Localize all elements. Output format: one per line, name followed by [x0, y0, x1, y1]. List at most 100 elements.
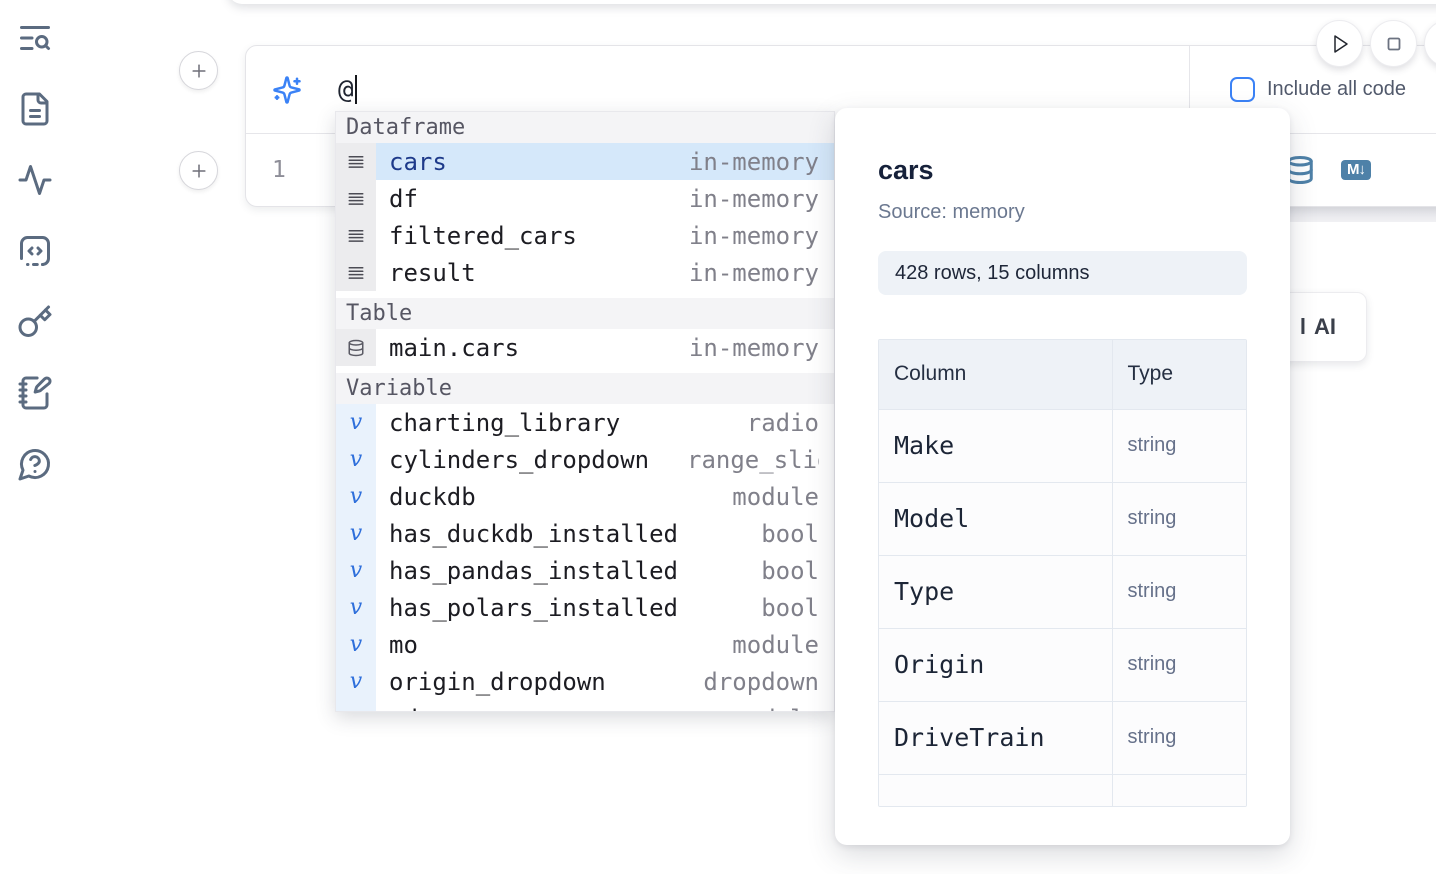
- document-icon[interactable]: [17, 91, 53, 127]
- variable-icon: v: [350, 707, 362, 711]
- panel-title: cars: [878, 155, 934, 185]
- completion-item[interactable]: v charting_library radio: [336, 404, 834, 441]
- add-cell-button-bottom[interactable]: [179, 151, 218, 190]
- completion-item-name: has_pandas_installed: [389, 556, 678, 585]
- toc-search-icon[interactable]: [17, 20, 53, 56]
- plus-icon: [191, 163, 206, 178]
- completion-item[interactable]: df in-memory: [336, 180, 834, 217]
- completion-section-header: Dataframe: [336, 112, 834, 143]
- schema-column-name: Model: [879, 482, 1113, 556]
- ai-prompt-input[interactable]: @: [338, 74, 354, 105]
- completion-item[interactable]: result in-memory: [336, 254, 834, 291]
- stop-icon: [1387, 37, 1400, 50]
- completion-item-name: has_polars_installed: [389, 593, 678, 622]
- snippets-icon[interactable]: [17, 233, 53, 269]
- panel-source: Source: memory: [878, 201, 1025, 223]
- schema-column-type: string: [1112, 555, 1246, 629]
- plus-icon: [191, 63, 206, 78]
- completion-item[interactable]: filtered_cars in-memory: [336, 217, 834, 254]
- completion-section-header: Variable: [336, 373, 834, 404]
- completion-item-name: charting_library: [389, 408, 621, 437]
- scratchpad-icon[interactable]: [17, 375, 53, 411]
- completion-item-name: has_duckdb_installed: [389, 519, 678, 548]
- run-cell-button[interactable]: [1316, 20, 1363, 67]
- completion-item-name: pd: [389, 705, 418, 712]
- ai-button-label: AI: [1314, 314, 1336, 339]
- schema-column-type: string: [1112, 701, 1246, 775]
- previous-cell-bottom-edge: [228, 0, 1436, 4]
- completion-item-type: in-memory: [688, 221, 819, 250]
- completion-item-name: main.cars: [389, 333, 520, 362]
- completion-item-type: bool: [761, 519, 819, 548]
- database-icon: [348, 339, 364, 356]
- include-code-option: Include all code: [1189, 46, 1436, 133]
- completion-item-name: filtered_cars: [389, 221, 577, 250]
- completion-item-name: result: [389, 258, 476, 287]
- sidebar: [17, 0, 61, 874]
- schema-column-type: string: [1112, 409, 1246, 483]
- rows-icon: [348, 192, 364, 205]
- schema-column-type: string: [1112, 628, 1246, 702]
- variable-icon: v: [349, 409, 363, 435]
- completion-item-type: in-memory: [688, 184, 819, 213]
- completion-item[interactable]: v pd module: [336, 700, 834, 712]
- shape-badge: 428 rows, 15 columns: [878, 251, 1247, 295]
- help-icon[interactable]: [17, 446, 53, 482]
- secrets-icon[interactable]: [17, 304, 53, 340]
- completion-item-type: module: [732, 482, 819, 511]
- variable-icon: v: [349, 520, 363, 546]
- add-cell-button-top[interactable]: [179, 51, 218, 90]
- cell-action-icons: M↓: [1285, 134, 1371, 206]
- stop-button[interactable]: [1370, 20, 1417, 67]
- completion-item-type: in-memory: [688, 258, 819, 287]
- schema-column-header: Column: [879, 340, 1113, 410]
- completion-item-type: module: [732, 705, 819, 712]
- schema-column-name: Make: [879, 409, 1113, 483]
- schema-column-header: Type: [1112, 340, 1246, 410]
- completion-item-name: cars: [389, 147, 447, 176]
- schema-column-name: DriveTrain: [879, 701, 1113, 775]
- ai-button-clipped-text: l: [1299, 314, 1306, 339]
- schema-column-type: string: [1112, 482, 1246, 556]
- completion-item[interactable]: v has_pandas_installed bool: [336, 552, 834, 589]
- completion-item-type: module: [732, 630, 819, 659]
- variable-icon: v: [349, 446, 363, 472]
- play-icon: [1333, 34, 1348, 53]
- variable-icon: v: [349, 557, 363, 583]
- variable-icon: v: [349, 668, 363, 694]
- completion-item-name: df: [389, 184, 418, 213]
- schema-column-name: Type: [879, 555, 1113, 629]
- completion-item-type: bool: [761, 556, 819, 585]
- markdown-icon[interactable]: M↓: [1341, 160, 1371, 180]
- tracer-icon[interactable]: [17, 162, 53, 198]
- schema-row-clipped: [879, 774, 1246, 806]
- variable-icon: v: [349, 631, 363, 657]
- completion-item-name: duckdb: [389, 482, 476, 511]
- rows-icon: [348, 229, 364, 242]
- line-number: 1: [272, 157, 286, 183]
- completion-item[interactable]: v has_duckdb_installed bool: [336, 515, 834, 552]
- completion-item-type: radio: [746, 408, 819, 437]
- completion-item-name: cylinders_dropdown: [389, 445, 650, 474]
- completion-item-name: origin_dropdown: [389, 667, 606, 696]
- text-cursor: [354, 75, 357, 104]
- include-all-code-label: Include all code: [1267, 78, 1406, 100]
- include-all-code-checkbox[interactable]: [1230, 77, 1255, 102]
- completion-item-type: bool: [761, 593, 819, 622]
